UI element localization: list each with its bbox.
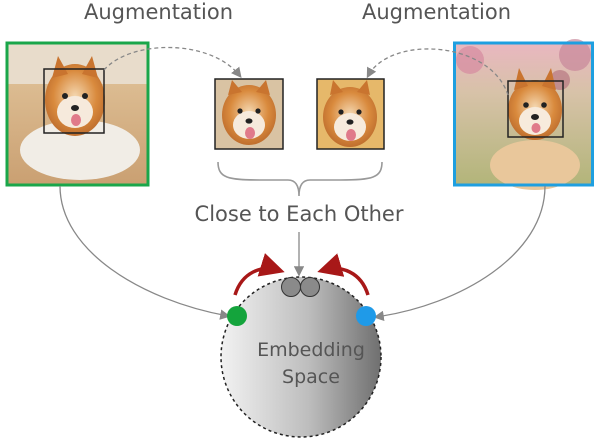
right-dog-photo	[455, 39, 592, 190]
augmentation-arrow-right	[366, 48, 509, 96]
connector-right	[373, 185, 546, 322]
close-to-each-other-label: Close to Each Other	[194, 202, 404, 226]
crop-image-right	[316, 78, 385, 150]
embedding-point-center-b	[300, 277, 320, 297]
embedding-label-line2: Space	[282, 366, 340, 388]
grouping-brace	[217, 161, 383, 197]
embedding-space-label: Embedding Space	[236, 337, 386, 391]
augmentation-label-right: Augmentation	[362, 0, 512, 24]
augmentation-arrow-left	[103, 46, 242, 79]
left-dog-photo	[8, 44, 148, 184]
right-photo-frame	[453, 41, 594, 187]
embedding-sphere	[220, 276, 382, 438]
left-photo-frame	[5, 41, 150, 187]
embedding-point-center-a	[281, 277, 301, 297]
embedding-label-line1: Embedding	[257, 339, 365, 361]
augmentation-label-left: Augmentation	[84, 0, 234, 24]
embedding-point-left	[227, 306, 247, 326]
crop-image-left	[214, 78, 284, 150]
embedding-point-right	[356, 306, 376, 326]
connector-left	[59, 185, 231, 320]
pull-arrow-left	[233, 253, 285, 296]
pull-arrow-right	[317, 253, 370, 296]
